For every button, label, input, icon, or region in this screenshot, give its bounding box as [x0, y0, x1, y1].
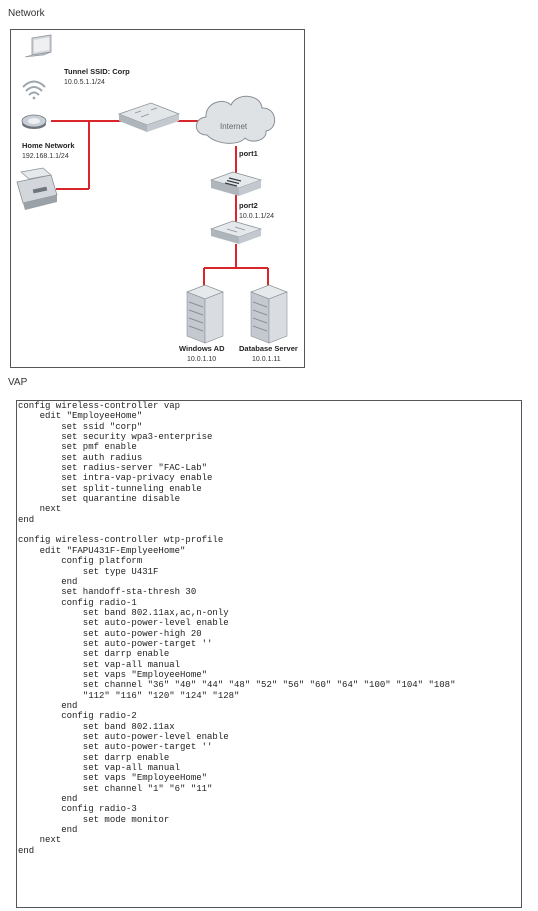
code-line: set auto-power-target '': [18, 638, 213, 649]
port1-label: port1: [239, 149, 258, 158]
tunnel-ssid-label: Tunnel SSID: Corp: [64, 67, 130, 76]
database-server-icon: [250, 284, 288, 344]
windows-ad-server-icon: [186, 284, 224, 344]
network-links: [51, 120, 269, 286]
code-line: set ssid "corp": [18, 421, 143, 432]
home-network-ip: 192.168.1.1/24: [22, 153, 69, 160]
database-server-ip: 10.0.1.11: [252, 356, 281, 363]
code-line: edit "EmployeeHome": [18, 411, 143, 422]
code-line: config radio-1: [18, 597, 137, 608]
code-line: config wireless-controller wtp-profile: [18, 535, 224, 546]
code-line: set auto-power-level enable: [18, 732, 229, 742]
port2-ip: 10.0.1.1/24: [239, 213, 274, 220]
port2-label: port2: [239, 201, 258, 210]
code-line: set darrp enable: [18, 752, 170, 763]
code-line: end: [18, 845, 35, 856]
code-line: set security wpa3-enterprise: [18, 432, 213, 443]
code-line: set mode monitor: [18, 814, 170, 825]
code-line: end: [18, 700, 78, 711]
code-line: set channel "1" "6" "11": [18, 783, 213, 794]
firewall-icon: [209, 171, 263, 196]
database-server-label: Database Server: [239, 344, 298, 353]
code-line: edit "FAPU431F-EmplyeeHome": [18, 545, 186, 556]
laptop-icon: [24, 34, 52, 58]
code-line: set darrp enable: [18, 649, 170, 660]
home-network-label: Home Network: [22, 141, 75, 150]
config-code-block: config wireless-controller vap edit "Emp…: [17, 401, 521, 856]
code-line: config wireless-controller vap: [18, 401, 181, 411]
code-line: next: [18, 504, 62, 515]
printer-icon: [16, 167, 58, 210]
code-line: set handoff-sta-thresh 30: [18, 587, 197, 598]
code-line: set radius-server "FAC-Lab": [18, 463, 208, 474]
code-line: next: [18, 835, 62, 846]
internet-cloud-icon: [195, 95, 275, 144]
code-line: set auto-power-target '': [18, 742, 213, 753]
network-section-title: Network: [8, 8, 45, 19]
code-line: config platform: [18, 556, 143, 567]
code-line: config radio-3: [18, 804, 137, 815]
code-line: set auth radius: [18, 452, 143, 463]
code-line: set auto-power-level enable: [18, 618, 229, 629]
code-line: end: [18, 576, 78, 587]
tunnel-ssid-ip: 10.0.5.1.1/24: [64, 79, 105, 86]
network-diagram-canvas: Tunnel SSID: Corp 10.0.5.1.1/24 Home Net…: [16, 34, 298, 363]
code-line: set vap-all manual: [18, 659, 181, 670]
code-line: end: [18, 825, 78, 836]
internet-label: Internet: [220, 122, 248, 131]
code-line: set auto-power-high 20: [18, 628, 202, 639]
code-line: end: [18, 514, 35, 525]
code-line: set type U431F: [18, 566, 159, 577]
code-line: set pmf enable: [18, 442, 137, 453]
code-line: set intra-vap-privacy enable: [18, 473, 213, 484]
code-line: set band 802.11ax,ac,n-only: [18, 607, 229, 618]
code-line: set quarantine disable: [18, 494, 181, 505]
internal-switch-icon: [209, 220, 263, 244]
vap-section-title: VAP: [8, 377, 28, 388]
code-line: set vap-all manual: [18, 763, 181, 774]
code-line: [18, 525, 521, 535]
windows-ad-label: Windows AD: [179, 344, 225, 353]
code-line: set channel "36" "40" "44" "48" "52" "56…: [18, 680, 456, 691]
code-line: config radio-2: [18, 711, 137, 722]
code-line: set vaps "EmployeeHome": [18, 669, 208, 680]
code-line: set band 802.11ax: [18, 721, 175, 732]
code-line: set split-tunneling enable: [18, 483, 202, 494]
access-point-icon: [21, 114, 47, 129]
code-line: set vaps "EmployeeHome": [18, 773, 208, 784]
network-diagram: Tunnel SSID: Corp 10.0.5.1.1/24 Home Net…: [10, 29, 305, 368]
code-line: "112" "116" "120" "124" "128": [18, 690, 240, 701]
code-line: end: [18, 794, 78, 805]
wifi-icon: [22, 80, 46, 100]
network-switch-icon: [117, 102, 181, 132]
windows-ad-ip: 10.0.1.10: [187, 356, 216, 363]
vap-config-panel: config wireless-controller vap edit "Emp…: [16, 400, 522, 908]
